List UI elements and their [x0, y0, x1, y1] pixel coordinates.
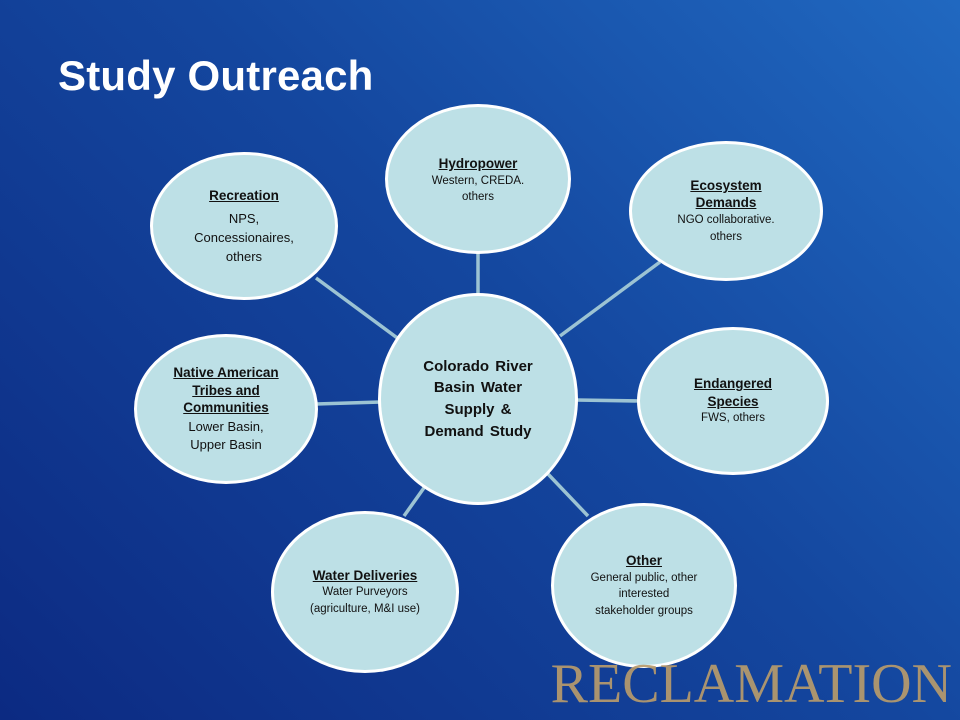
- native-line2: Upper Basin: [190, 437, 262, 453]
- native-title-line2: Tribes and: [192, 382, 260, 398]
- water-line1: Water Purveyors: [322, 586, 408, 599]
- node-water-deliveries: Water Deliveries Water Purveyors (agricu…: [271, 511, 459, 673]
- center-line3: Supply &: [444, 401, 512, 418]
- connector-recreation: [314, 276, 402, 342]
- center-line2: Basin Water: [433, 379, 523, 397]
- ecosystem-title-line1: Ecosystem: [690, 177, 762, 193]
- node-hydropower: Hydropower Western, CREDA. others: [385, 104, 571, 254]
- center-line1: Colorado River: [423, 357, 533, 375]
- node-native-american: Native American Tribes and Communities L…: [134, 334, 318, 484]
- other-line3: stakeholder groups: [595, 604, 693, 617]
- other-line2: interested: [618, 588, 670, 601]
- ecosystem-title-line2: Demands: [695, 195, 757, 211]
- water-line2: (agriculture, M&I use): [310, 602, 420, 615]
- hydropower-line2: others: [462, 191, 494, 204]
- other-title: Other: [625, 552, 662, 568]
- node-recreation: Recreation NPS, Concessionaires, others: [150, 152, 338, 300]
- recreation-line2: Concessionaires,: [194, 230, 294, 245]
- connector-native: [315, 400, 382, 406]
- recreation-line1: NPS,: [228, 211, 260, 227]
- ecosystem-line1: NGO collaborative.: [677, 214, 775, 227]
- native-line1: Lower Basin,: [188, 418, 264, 434]
- other-line1: General public, other: [590, 571, 698, 584]
- connector-ecosystem: [558, 260, 662, 338]
- connector-endangered: [575, 398, 641, 403]
- recreation-title: Recreation: [209, 187, 279, 203]
- connector-water: [402, 483, 428, 518]
- hydropower-title: Hydropower: [438, 156, 518, 171]
- water-title: Water Deliveries: [312, 567, 418, 583]
- node-other: Other General public, other interested s…: [551, 503, 737, 668]
- slide-title: Study Outreach: [58, 52, 374, 99]
- native-title-line3: Communities: [183, 400, 269, 416]
- reclamation-logo: RECLAMATION: [550, 653, 952, 715]
- center-line4: Demand Study: [424, 422, 532, 440]
- endangered-line1: FWS, others: [701, 412, 765, 425]
- node-endangered-species: Endangered Species FWS, others: [637, 327, 829, 475]
- hydropower-line1: Western, CREDA.: [431, 174, 525, 187]
- endangered-title-line2: Species: [707, 393, 759, 409]
- node-ecosystem-demands: Ecosystem Demands NGO collaborative. oth…: [629, 141, 823, 281]
- native-title-line1: Native American: [173, 365, 279, 381]
- connector-other: [546, 472, 590, 518]
- ecosystem-line2: others: [710, 230, 742, 243]
- recreation-line3: others: [225, 248, 263, 264]
- endangered-title-line1: Endangered: [693, 376, 772, 392]
- node-center-study: Colorado River Basin Water Supply & Dema…: [378, 293, 578, 505]
